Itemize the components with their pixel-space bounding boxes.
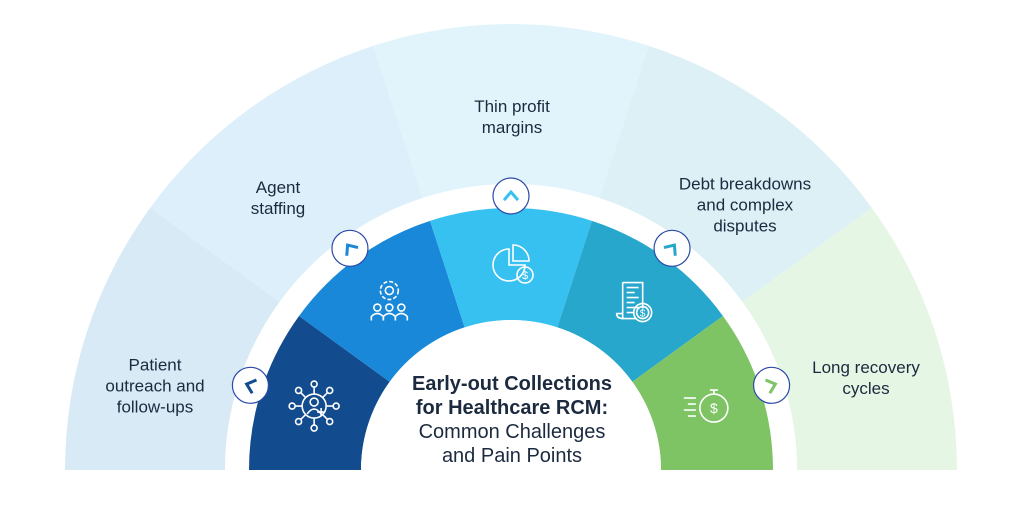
colored-sector-4 bbox=[632, 316, 773, 470]
outer-sector-1 bbox=[150, 45, 423, 302]
gear-team-icon bbox=[370, 280, 409, 321]
chevron-left-icon bbox=[244, 378, 258, 395]
svg-text:$: $ bbox=[710, 400, 718, 416]
segment-label-0: Patient outreach and follow-ups bbox=[105, 355, 205, 417]
center-title: Early-out Collections for Healthcare RCM… bbox=[382, 372, 642, 468]
chevron-right-icon bbox=[764, 378, 778, 395]
chevron-button-4[interactable] bbox=[752, 366, 791, 404]
chevron-up-right-icon bbox=[663, 243, 677, 256]
title-bold: Early-out Collections for Healthcare RCM… bbox=[411, 373, 613, 419]
outer-sector-3 bbox=[599, 45, 872, 302]
chevron-button-0[interactable] bbox=[231, 366, 270, 404]
stopwatch-dollar-icon: $ bbox=[683, 389, 729, 423]
chevron-button-2[interactable] bbox=[492, 177, 530, 215]
colored-sector-0 bbox=[249, 316, 390, 470]
svg-text:$: $ bbox=[522, 270, 528, 282]
invoice-dollar-icon: $ bbox=[615, 281, 653, 323]
segment-label-4: Long recovery cycles bbox=[812, 358, 920, 398]
chevron-up-left-icon bbox=[345, 243, 359, 256]
outer-sector-4 bbox=[742, 207, 957, 470]
title-regular: Common Challenges and Pain Points bbox=[418, 421, 606, 467]
segment-label-3: Debt breakdowns and complex disputes bbox=[678, 174, 812, 236]
outer-sector-2 bbox=[373, 24, 649, 198]
outer-sector-0 bbox=[65, 207, 280, 470]
svg-text:$: $ bbox=[640, 309, 646, 320]
colored-sector-1 bbox=[299, 220, 465, 382]
segment-label-2: Thin profit margins bbox=[474, 97, 550, 137]
colored-sector-3 bbox=[557, 220, 723, 382]
chevron-button-3[interactable] bbox=[653, 229, 691, 267]
chevron-up-icon bbox=[502, 189, 520, 202]
segment-label-1: Agent staffing bbox=[250, 178, 306, 218]
network-person-plus-icon bbox=[288, 380, 340, 432]
center-disc bbox=[361, 320, 661, 470]
chevron-button-1[interactable] bbox=[331, 229, 369, 267]
colored-sector-2 bbox=[430, 208, 592, 328]
pie-chart-dollar-icon: $ bbox=[492, 244, 534, 284]
